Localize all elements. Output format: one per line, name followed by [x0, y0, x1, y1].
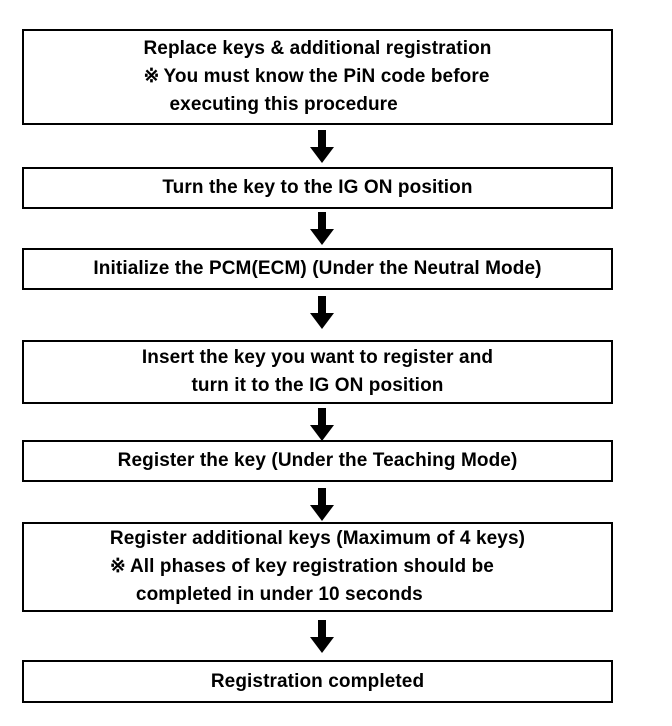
arrow-down-icon-2: [309, 212, 335, 246]
step-6-line-3: completed in under 10 seconds: [135, 584, 423, 605]
arrow-down-icon-5: [309, 488, 335, 522]
step-7-line-1: Registration completed: [210, 670, 425, 692]
flow-node-step-7: Registration completed: [22, 660, 613, 703]
step-5-box: Register the key (Under the Teaching Mod…: [22, 440, 613, 482]
flow-node-step-3: Initialize the PCM(ECM) (Under the Neutr…: [22, 248, 613, 290]
step-3-line-1: Initialize the PCM(ECM) (Under the Neutr…: [93, 258, 542, 279]
step-1-text-block: Replace keys & additional registration ※…: [143, 35, 491, 119]
step-7-text-block: Registration completed: [211, 668, 424, 696]
flow-node-step-5: Register the key (Under the Teaching Mod…: [22, 440, 613, 482]
step-1-line-2-text: You must know the PiN code before: [163, 66, 490, 87]
step-4-box: Insert the key you want to register and …: [22, 340, 613, 404]
step-7-box: Registration completed: [22, 660, 613, 703]
flow-node-step-6: Register additional keys (Maximum of 4 k…: [22, 522, 613, 612]
step-3-text-block: Initialize the PCM(ECM) (Under the Neutr…: [93, 255, 541, 283]
step-1-line-1: Replace keys & additional registration: [143, 38, 492, 59]
reference-mark-icon: ※: [143, 66, 160, 87]
step-4-line-1: Insert the key you want to register and: [141, 347, 494, 368]
flow-node-step-2: Turn the key to the IG ON position: [22, 167, 613, 209]
arrow-down-icon-3: [309, 296, 335, 330]
step-5-text-block: Register the key (Under the Teaching Mod…: [118, 447, 518, 475]
step-3-box: Initialize the PCM(ECM) (Under the Neutr…: [22, 248, 613, 290]
step-6-text-block: Register additional keys (Maximum of 4 k…: [110, 525, 525, 609]
step-6-box: Register additional keys (Maximum of 4 k…: [22, 522, 613, 612]
arrow-down-icon-4: [309, 408, 335, 442]
step-6-line-1: Register additional keys (Maximum of 4 k…: [109, 528, 526, 549]
step-4-line-2: turn it to the IG ON position: [191, 375, 444, 396]
step-6-line-2-text: All phases of key registration should be: [129, 556, 494, 577]
arrow-down-icon-1: [309, 130, 335, 164]
step-6-line-2: ※All phases of key registration should b…: [110, 553, 525, 581]
step-1-line-3: executing this procedure: [169, 94, 398, 115]
step-4-text-block: Insert the key you want to register and …: [142, 344, 493, 400]
step-2-box: Turn the key to the IG ON position: [22, 167, 613, 209]
step-2-line-1: Turn the key to the IG ON position: [162, 177, 473, 198]
arrow-down-icon-6: [309, 620, 335, 654]
flow-node-step-4: Insert the key you want to register and …: [22, 340, 613, 404]
reference-mark-icon-2: ※: [109, 556, 126, 577]
step-1-box: Replace keys & additional registration ※…: [22, 29, 613, 125]
step-1-line-2: ※You must know the PiN code before: [143, 63, 491, 91]
step-2-text-block: Turn the key to the IG ON position: [162, 174, 472, 202]
step-5-line-1: Register the key (Under the Teaching Mod…: [117, 450, 518, 471]
flow-node-step-1: Replace keys & additional registration ※…: [22, 29, 613, 125]
